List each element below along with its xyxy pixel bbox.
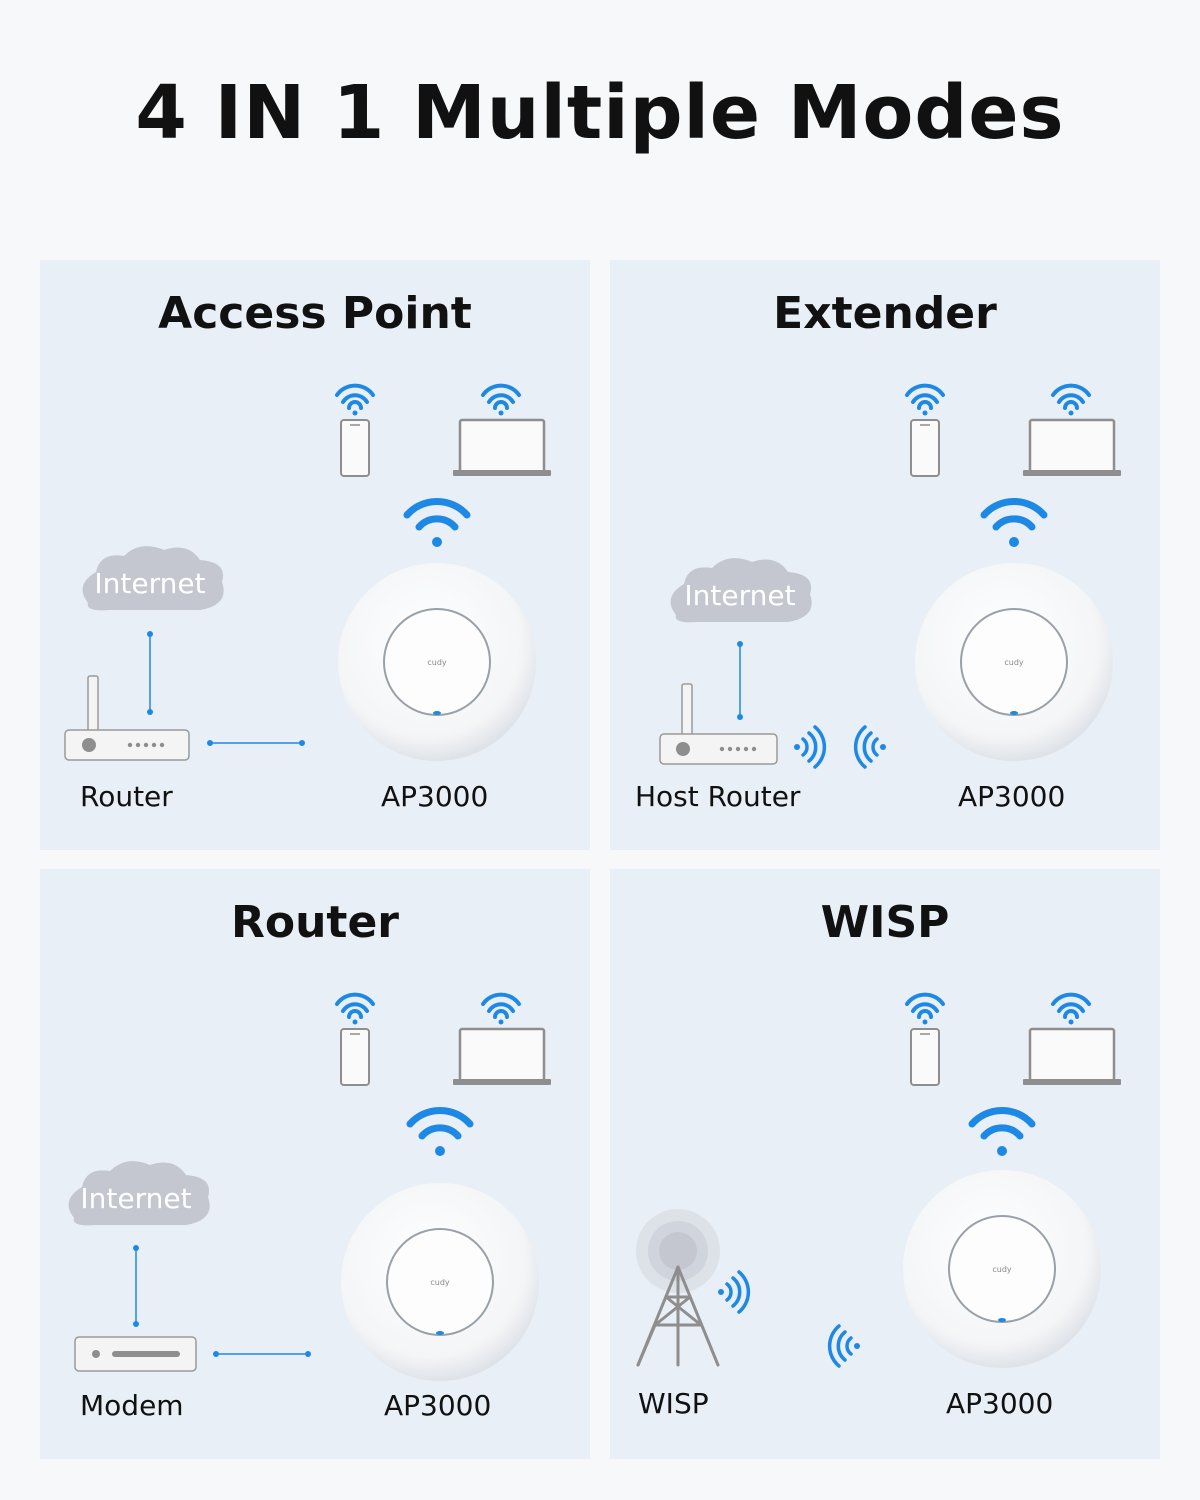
cloud-label: Internet (80, 1182, 191, 1215)
wired-connection (737, 641, 743, 720)
wifi-icon (481, 383, 521, 416)
wireless-signal-icon (718, 1270, 751, 1314)
panel-extender: Extender cudy Interne (610, 260, 1160, 850)
laptop-icon (453, 418, 551, 476)
laptop-icon (453, 1027, 551, 1085)
phone-icon (910, 1028, 940, 1086)
panel-router: Router cudy Internet (40, 869, 590, 1459)
wifi-icon (905, 383, 945, 416)
ap-logo: cudy (430, 1278, 450, 1287)
source-label: Modem (80, 1389, 184, 1422)
cloud-label: Internet (684, 579, 795, 612)
page-title: 4 IN 1 Multiple Modes (135, 70, 1065, 156)
internet-cloud (670, 558, 812, 623)
panel-wisp: WISP cudy (610, 869, 1160, 1459)
access-point-device (903, 1170, 1101, 1368)
access-point-device (915, 563, 1113, 761)
panel-title: Access Point (158, 288, 472, 339)
wifi-icon (335, 992, 375, 1025)
wifi-icon (1051, 992, 1091, 1025)
source-label: WISP (638, 1387, 709, 1420)
wireless-signal-icon (827, 1324, 860, 1368)
panel-access-point: Access Point (40, 260, 590, 850)
panel-title: Router (230, 897, 399, 948)
wireless-signal-icon (794, 725, 827, 769)
phone-icon (340, 419, 370, 477)
access-point-device (338, 563, 536, 761)
source-label: Router (80, 780, 173, 813)
ap-logo: cudy (1004, 658, 1024, 667)
wired-connection (213, 1351, 311, 1357)
cell-tower-icon (636, 1209, 720, 1367)
panel-title: Extender (773, 288, 997, 339)
router-icon (659, 683, 778, 765)
cloud-label: Internet (94, 567, 205, 600)
internet-cloud (68, 1161, 210, 1226)
panel-title: WISP (820, 897, 950, 948)
wifi-icon (1051, 383, 1091, 416)
wired-connection (147, 631, 153, 715)
wired-connection (133, 1245, 139, 1327)
wireless-signal-icon (853, 725, 886, 769)
phone-icon (340, 1028, 370, 1086)
device-label: AP3000 (958, 780, 1066, 813)
ap-logo: cudy (427, 658, 447, 667)
device-label: AP3000 (946, 1387, 1054, 1420)
modem-icon (74, 1336, 197, 1372)
wired-connection (207, 740, 305, 746)
laptop-icon (1023, 418, 1121, 476)
access-point-device (341, 1183, 539, 1381)
internet-cloud (82, 546, 224, 611)
wifi-icon (481, 992, 521, 1025)
wifi-signal-icon (980, 498, 1048, 547)
phone-icon (910, 419, 940, 477)
ap-logo: cudy (992, 1265, 1012, 1274)
source-label: Host Router (635, 780, 801, 813)
wifi-signal-icon (968, 1107, 1036, 1156)
router-icon (64, 675, 190, 761)
device-label: AP3000 (384, 1389, 492, 1422)
wifi-icon (335, 383, 375, 416)
wifi-signal-icon (406, 1107, 474, 1156)
laptop-icon (1023, 1027, 1121, 1085)
wifi-icon (905, 992, 945, 1025)
device-label: AP3000 (381, 780, 489, 813)
wifi-signal-icon (403, 498, 471, 547)
